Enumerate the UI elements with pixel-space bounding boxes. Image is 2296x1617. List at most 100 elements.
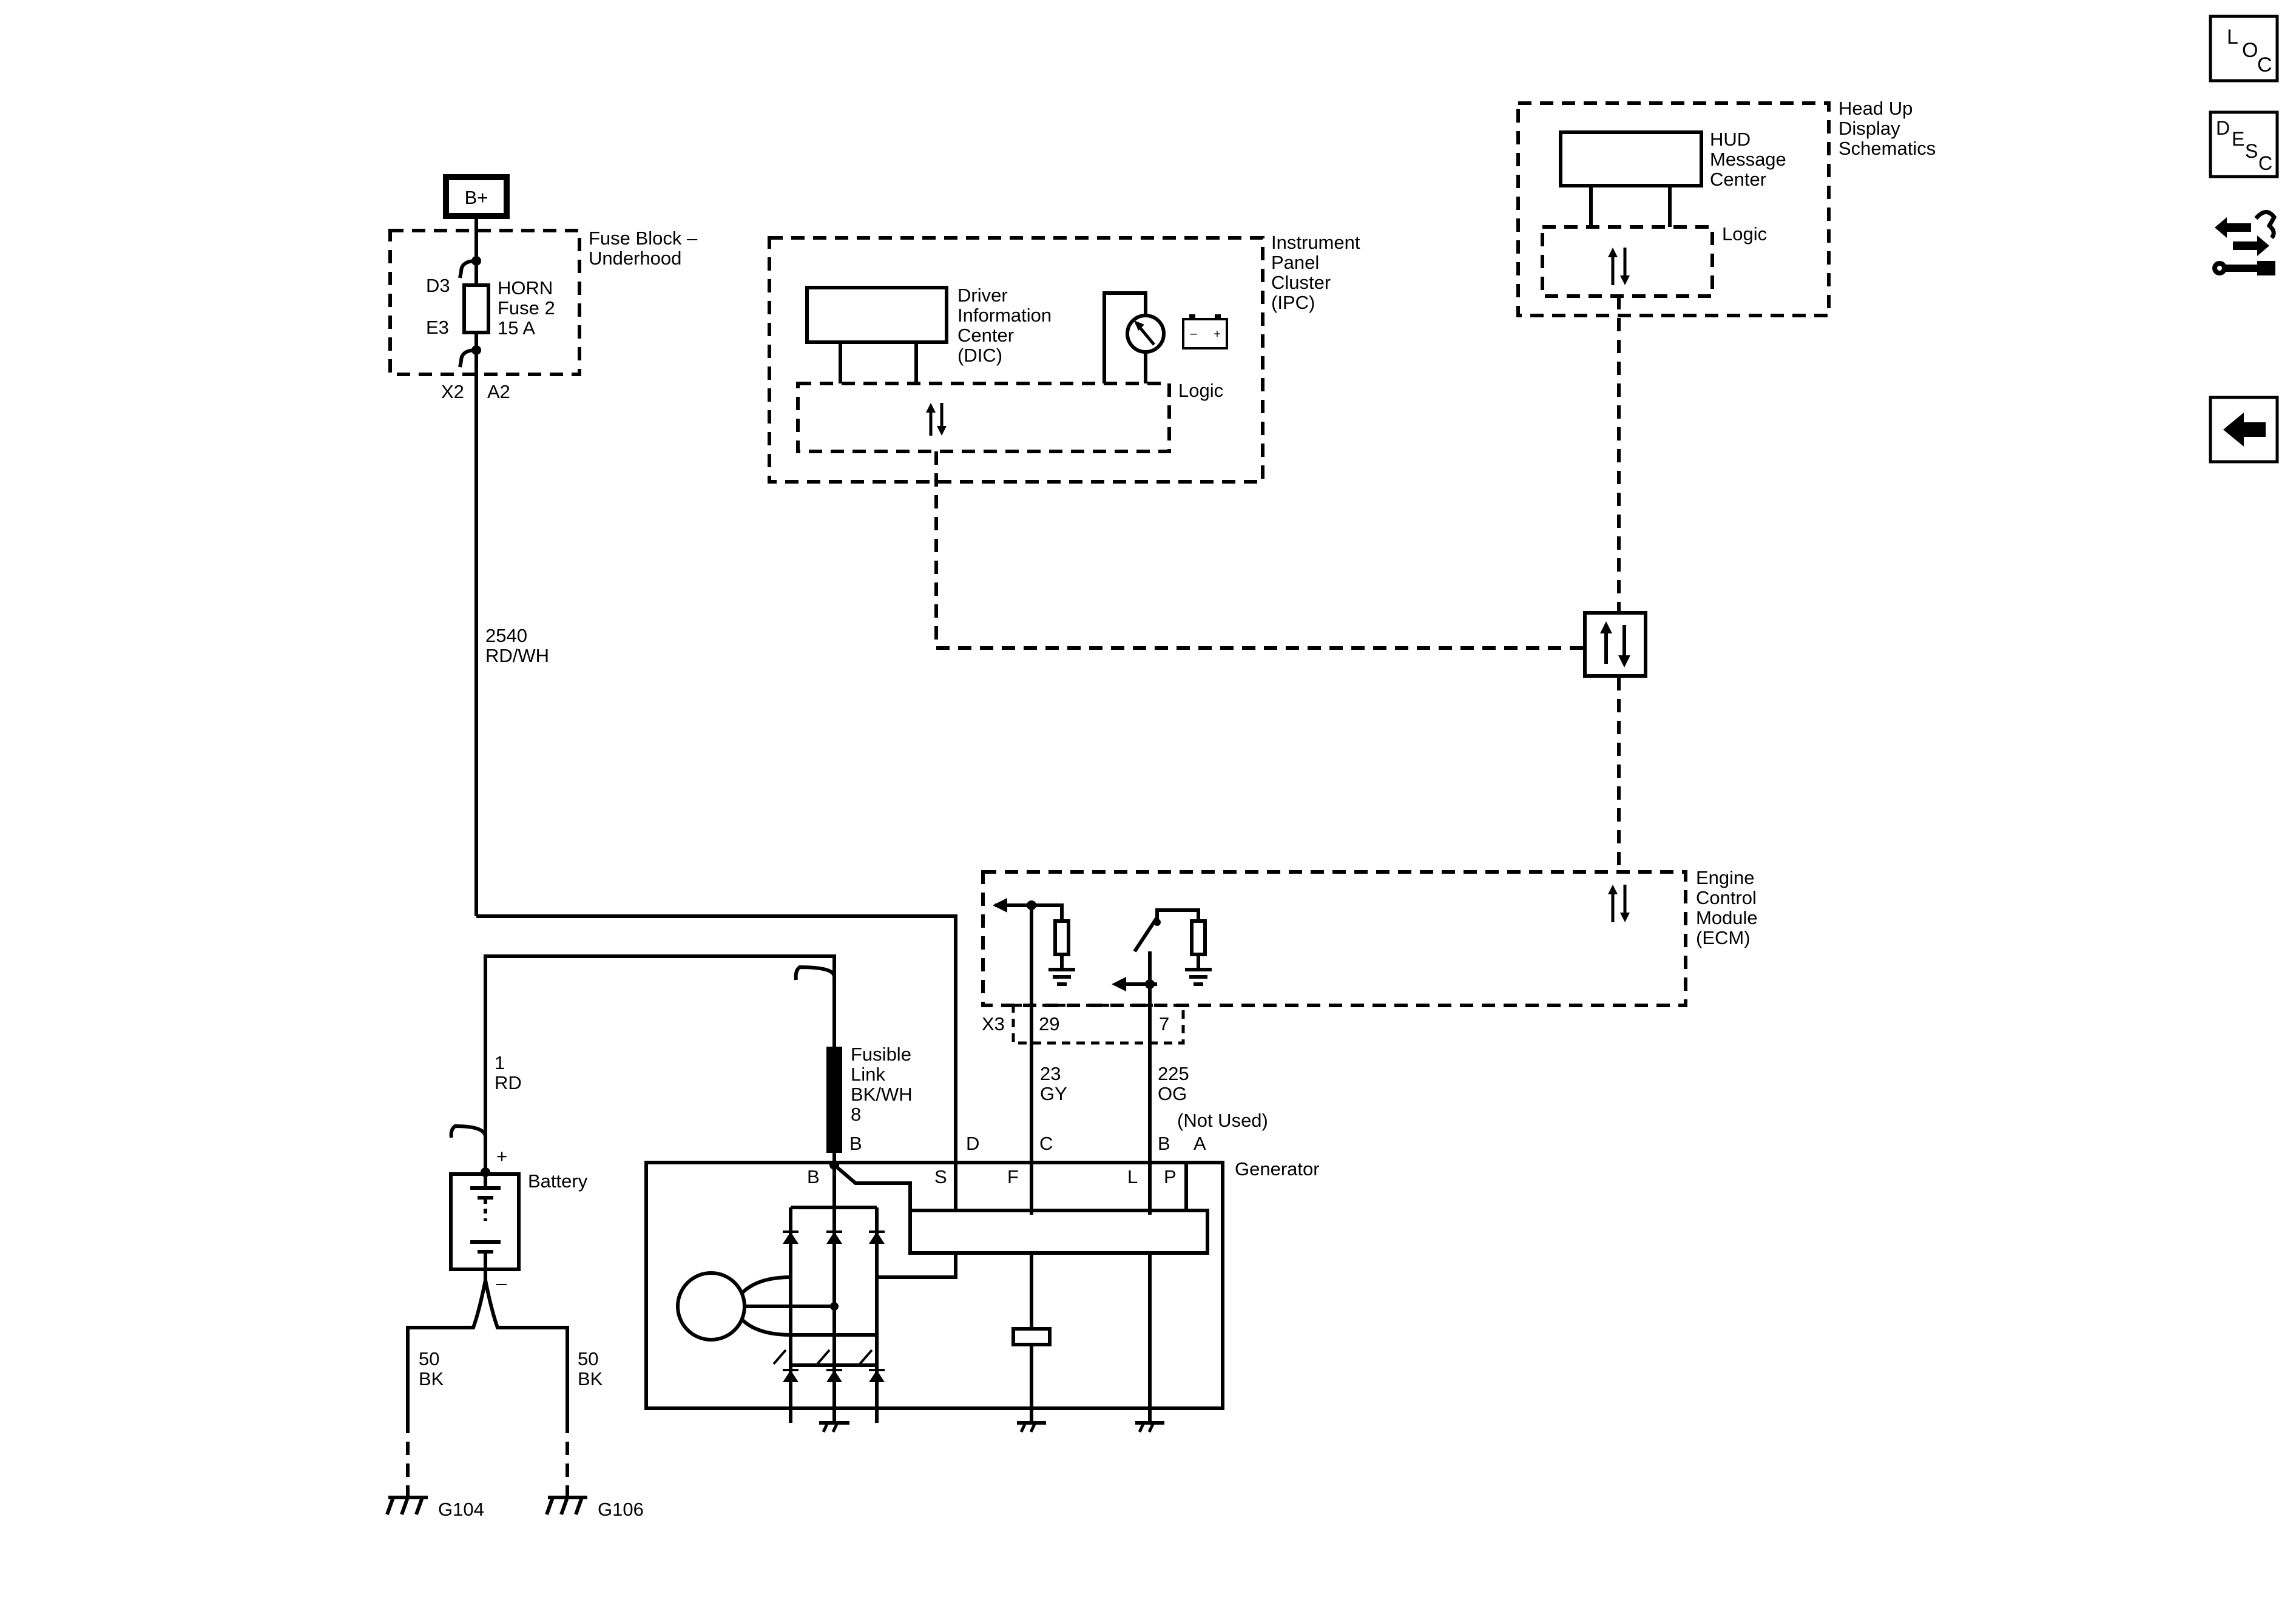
description-button[interactable]: D E S C xyxy=(2209,110,2279,178)
gen-term-f: F xyxy=(1007,1166,1019,1187)
ipc-title-3: Cluster xyxy=(1271,272,1331,293)
gen-conn-d: D xyxy=(966,1133,979,1154)
wire-225-color: OG xyxy=(1158,1083,1187,1104)
hud-logic-label: Logic xyxy=(1722,223,1767,245)
desc-letter-d: D xyxy=(2216,117,2230,139)
ecm-conn-x3: X3 xyxy=(982,1013,1005,1035)
gen-conn-a: A xyxy=(1194,1133,1206,1154)
ecm-title-4: (ECM) xyxy=(1696,927,1751,948)
wire-2540-circuit: 2540 xyxy=(485,625,527,646)
bplus-label: B+ xyxy=(465,187,488,208)
ground-wires: 50 BK 50 BK xyxy=(406,1269,603,1490)
dic-box xyxy=(805,286,948,344)
fuse-name-1: HORN xyxy=(498,277,553,299)
ground-g106: G106 xyxy=(545,1490,644,1520)
ground-wire-right-color: BK xyxy=(578,1368,603,1389)
gen-term-b: B xyxy=(807,1166,820,1187)
serial-data-links xyxy=(934,296,1647,874)
fusible-link-3: BK/WH xyxy=(851,1084,913,1105)
wire-23-color: GY xyxy=(1040,1083,1067,1104)
hud-title-3: Schematics xyxy=(1838,138,1936,159)
location-button[interactable]: L O C xyxy=(2209,15,2279,83)
hud-msg-2: Message xyxy=(1710,149,1786,170)
voltage-regulator xyxy=(908,1209,1209,1255)
hud-logic-box xyxy=(1541,225,1714,298)
ipc-logic-label: Logic xyxy=(1178,380,1223,401)
wire-23-gy: 23 GY xyxy=(1030,1039,1067,1215)
gen-term-s: S xyxy=(934,1166,947,1187)
fuse-pin-e3: E3 xyxy=(426,317,449,338)
instrument-panel-cluster: Instrument Panel Cluster (IPC) Driver In… xyxy=(768,232,1360,484)
ground-wire-left-color: BK xyxy=(419,1368,444,1389)
fuse-name-2: Fuse 2 xyxy=(498,297,555,319)
generator-label: Generator xyxy=(1235,1158,1320,1180)
desc-letter-e: E xyxy=(2232,128,2244,150)
fuse-pin-d3: D3 xyxy=(426,275,450,296)
fuse-name-3: 15 A xyxy=(498,317,535,339)
battery-plus: + xyxy=(496,1146,507,1167)
ecm-pin-7: 7 xyxy=(1159,1013,1169,1035)
dic-label-3: Center xyxy=(957,325,1014,346)
stator-icon xyxy=(676,1271,746,1342)
ecm-title-3: Module xyxy=(1696,907,1758,928)
ecm-title-1: Engine xyxy=(1696,867,1755,888)
wire-1-circuit: 1 xyxy=(495,1052,505,1073)
fusible-link-4: 8 xyxy=(851,1104,861,1125)
gen-term-p: P xyxy=(1164,1166,1177,1187)
fuse-conn-a2: A2 xyxy=(487,381,510,402)
battery-minus: – xyxy=(496,1272,507,1294)
ground-g106-label: G106 xyxy=(598,1499,644,1520)
wire-2540: 2540 RD/WH xyxy=(476,625,957,1166)
ipc-title-1: Instrument xyxy=(1271,232,1360,253)
connector-tool-button[interactable] xyxy=(2209,200,2279,285)
wire-1-color: RD xyxy=(495,1072,522,1093)
ground-g104: G104 xyxy=(385,1490,484,1520)
data-link-splice xyxy=(1583,611,1647,678)
bplus-terminal: B+ xyxy=(443,174,510,219)
hud-msg-1: HUD xyxy=(1710,129,1751,150)
battery-label: Battery xyxy=(528,1170,588,1192)
wire-225-og: 225 OG (Not Used) xyxy=(1148,1039,1268,1215)
gen-conn-b: B xyxy=(849,1133,862,1154)
dic-label-1: Driver xyxy=(957,285,1008,306)
dic-label-2: Information xyxy=(957,305,1052,326)
ipc-title-4: (IPC) xyxy=(1271,292,1315,313)
head-up-display: Head Up Display Schematics HUD Message C… xyxy=(1516,98,1936,317)
fusible-link: Fusible Link BK/WH 8 xyxy=(826,977,913,1165)
desc-letter-c: C xyxy=(2258,152,2272,174)
horn-fuse xyxy=(458,216,490,916)
ipc-logic-box xyxy=(796,382,1171,453)
ipc-title-2: Panel xyxy=(1271,252,1319,273)
hud-title-1: Head Up xyxy=(1838,98,1913,119)
fusible-link-2: Link xyxy=(851,1064,885,1085)
ecm-title-2: Control xyxy=(1696,887,1757,908)
gen-conn-c: C xyxy=(1039,1133,1053,1154)
ground-g104-label: G104 xyxy=(438,1499,484,1520)
batt-icon-minus: – xyxy=(1190,327,1197,340)
ecm-pin-29: 29 xyxy=(1039,1013,1059,1035)
gen-conn-b2: B xyxy=(1158,1133,1170,1154)
dic-label-4: (DIC) xyxy=(957,345,1002,366)
back-button[interactable] xyxy=(2209,396,2279,464)
desc-letter-s: S xyxy=(2245,140,2258,162)
back-arrow-icon xyxy=(2209,396,2279,464)
engine-control-module: Engine Control Module (ECM) xyxy=(981,867,1758,1045)
gen-term-l: L xyxy=(1127,1166,1138,1187)
battery-indicator-icon: – + xyxy=(1182,314,1228,349)
hud-title-2: Display xyxy=(1838,118,1900,139)
generator: Generator B D C B A B S F L P xyxy=(644,1133,1320,1433)
ground-wire-left-circuit: 50 xyxy=(419,1348,439,1369)
wire-1-rd: 1 RD xyxy=(484,954,836,1171)
fuse-block-underhood: Fuse Block – Underhood D3 E3 HORN Fuse 2… xyxy=(388,228,698,402)
loc-letter-c: C xyxy=(2257,53,2272,76)
loc-letter-l: L xyxy=(2227,25,2238,49)
batt-icon-plus: + xyxy=(1214,328,1221,341)
wire-225-circuit: 225 xyxy=(1158,1063,1189,1084)
fuse-block-title-2: Underhood xyxy=(589,248,681,269)
hud-message-box xyxy=(1559,130,1703,187)
fuse-conn-x2: X2 xyxy=(441,381,464,402)
wire-23-circuit: 23 xyxy=(1040,1063,1061,1084)
battery: + – Battery xyxy=(449,1124,588,1294)
connector-wrench-icon xyxy=(2212,210,2277,275)
